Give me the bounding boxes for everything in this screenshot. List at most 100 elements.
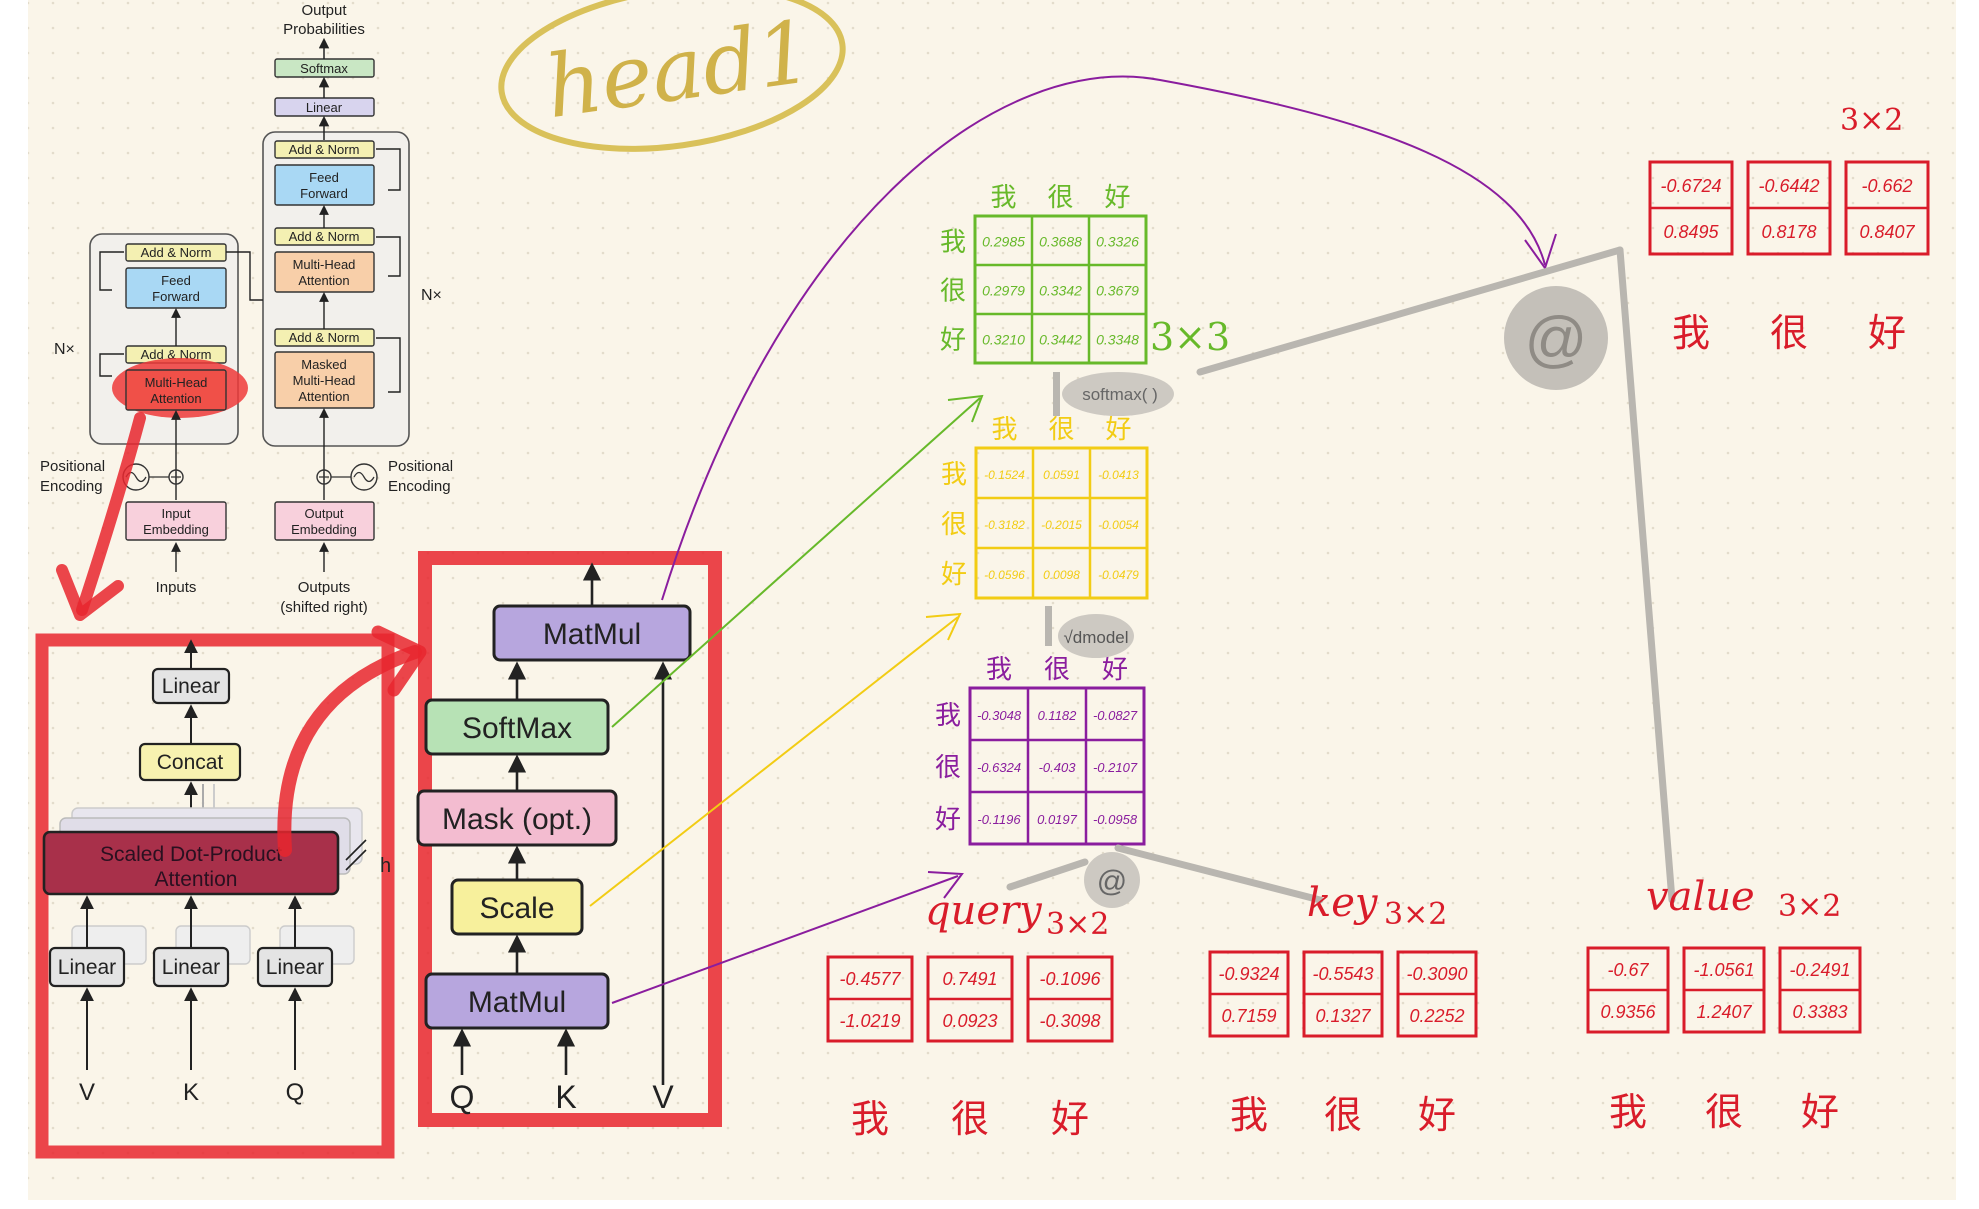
dec-masked-mh bbox=[274, 351, 375, 409]
softmax_out-frame bbox=[973, 214, 1148, 365]
query-value: -1.0219 bbox=[839, 1011, 900, 1031]
dec-addnorm-2-label: Add & Norm bbox=[289, 229, 360, 244]
key-value: 0.1327 bbox=[1315, 1006, 1371, 1026]
sqrt-op-label: √dmodel bbox=[1063, 628, 1128, 647]
softmax_out-cell: 0.3348 bbox=[1096, 332, 1139, 348]
scores-cell: -0.0827 bbox=[1093, 708, 1138, 723]
enc-multihead bbox=[125, 369, 227, 411]
mh-concat-label: Concat bbox=[157, 751, 224, 774]
value-token: 好 bbox=[1801, 1092, 1839, 1134]
softmax_out-cell: 0.3442 bbox=[1039, 332, 1082, 348]
result-token: 好 bbox=[1868, 313, 1906, 355]
softmax_out-col-token: 我 bbox=[990, 182, 1016, 212]
query-value: -0.1096 bbox=[1039, 969, 1101, 989]
enc-posenc-1: Positional bbox=[40, 458, 105, 475]
mh-input-k: K bbox=[183, 1079, 199, 1106]
mh-sdpa-label-1: Scaled Dot-Product bbox=[100, 843, 282, 866]
scores-row-token: 我 bbox=[935, 700, 961, 730]
dec-masked-label-2: Multi-Head bbox=[293, 373, 356, 388]
dec-masked-label-3: Attention bbox=[298, 389, 349, 404]
mh-linear-q-label: Linear bbox=[266, 956, 324, 979]
scaled-col-token: 好 bbox=[1105, 414, 1131, 444]
softmax_out-cell: 0.2979 bbox=[982, 283, 1025, 299]
result-value: 0.8407 bbox=[1859, 222, 1915, 242]
scores-cell: -0.0958 bbox=[1093, 812, 1138, 827]
value-value: 0.9356 bbox=[1600, 1002, 1656, 1022]
decoder-nx-label: N× bbox=[421, 287, 442, 304]
enc-feed-forward bbox=[125, 267, 227, 309]
scaled-row-token: 好 bbox=[941, 559, 967, 589]
multihead-red-frame bbox=[35, 633, 395, 1159]
yellow-line-scale bbox=[589, 616, 959, 907]
scaled-cell: -0.2015 bbox=[1041, 518, 1082, 532]
scaled-cell: -0.0413 bbox=[1098, 468, 1139, 482]
input-embedding-box bbox=[125, 501, 227, 541]
softmax_out-cell: 0.3326 bbox=[1096, 234, 1139, 250]
value-value: -1.0561 bbox=[1693, 960, 1754, 980]
key-value: -0.3090 bbox=[1406, 964, 1467, 984]
query-token: 好 bbox=[1051, 1099, 1089, 1141]
softmax_out-row-token: 好 bbox=[940, 325, 966, 355]
key-token: 我 bbox=[1230, 1095, 1268, 1137]
sdpa-input-k: K bbox=[555, 1079, 576, 1115]
softmax_out-row-token: 很 bbox=[940, 276, 966, 306]
scores-col-token: 我 bbox=[986, 654, 1012, 684]
mh-sdpa-box bbox=[42, 830, 340, 896]
dec-addnorm-3 bbox=[274, 140, 375, 159]
softmax_out-col-token: 好 bbox=[1104, 182, 1130, 212]
query-vectors: -0.4577-1.0219我0.74910.0923很-0.1096-0.30… bbox=[826, 955, 1114, 1141]
dec-multihead bbox=[274, 251, 375, 293]
result-token: 很 bbox=[1770, 313, 1808, 355]
enc-addnorm-2-label: Add & Norm bbox=[141, 245, 212, 260]
softmax-op-label: softmax( ) bbox=[1082, 385, 1158, 404]
value-token: 我 bbox=[1609, 1092, 1647, 1134]
query-value: 0.0923 bbox=[942, 1011, 997, 1031]
scaled-col-token: 我 bbox=[991, 414, 1017, 444]
output-embedding-box bbox=[274, 501, 375, 541]
scores-cell: -0.1196 bbox=[977, 812, 1021, 827]
query-token: 很 bbox=[951, 1099, 989, 1141]
input-embedding-1: Input bbox=[162, 506, 191, 521]
softmax-op-bubble bbox=[1062, 372, 1174, 416]
scores-frame bbox=[968, 686, 1146, 846]
softmax_out-cell: 0.3210 bbox=[982, 332, 1025, 348]
dec-feed-forward bbox=[274, 164, 375, 206]
mh-input-q: Q bbox=[286, 1079, 305, 1106]
gray-line-softmax-to-at bbox=[1196, 246, 1624, 376]
softmax_out-col-token: 很 bbox=[1047, 182, 1073, 212]
softmax-op-bar bbox=[1053, 372, 1060, 416]
scores-row-token: 好 bbox=[935, 804, 961, 834]
at-op-label-small: @ bbox=[1097, 865, 1127, 898]
result-value: -0.6442 bbox=[1758, 176, 1819, 196]
output-embedding-2: Embedding bbox=[291, 522, 357, 537]
scores-cell: -0.6324 bbox=[977, 760, 1021, 775]
scaled-col-token: 很 bbox=[1048, 414, 1074, 444]
gray-line-value-to-at bbox=[1616, 246, 1676, 904]
input-embedding-2: Embedding bbox=[143, 522, 209, 537]
purple-curve-matmul-to-result bbox=[661, 75, 1546, 601]
transformer-diagram: Softmax Linear Output Probabilities Add … bbox=[40, 2, 453, 616]
result-value: 0.8178 bbox=[1761, 222, 1816, 242]
output-softmax-label: Softmax bbox=[300, 61, 348, 76]
sdpa-matmul-bottom-label: MatMul bbox=[468, 986, 566, 1019]
dec-mh-label-1: Multi-Head bbox=[293, 257, 356, 272]
key-token: 好 bbox=[1418, 1095, 1456, 1137]
scaled-cell: 0.0591 bbox=[1043, 468, 1080, 482]
shape-3x3-label: 3×3 bbox=[1150, 315, 1230, 359]
key-value: 0.7159 bbox=[1221, 1006, 1276, 1026]
gray-line-key bbox=[1114, 844, 1324, 904]
scores-cell: 0.0197 bbox=[1037, 812, 1078, 827]
enc-posenc-2: Encoding bbox=[40, 478, 103, 495]
red-arrow-to-multihead bbox=[76, 412, 146, 616]
value-value: 1.2407 bbox=[1696, 1002, 1752, 1022]
outputs-label-2: (shifted right) bbox=[280, 599, 368, 616]
key-value: 0.2252 bbox=[1409, 1006, 1464, 1026]
query-token: 我 bbox=[851, 1099, 889, 1141]
key-value: -0.9324 bbox=[1218, 964, 1279, 984]
scores-cell: -0.3048 bbox=[977, 708, 1022, 723]
key-vectors: -0.93240.7159我-0.55430.1327很-0.30900.225… bbox=[1208, 950, 1478, 1137]
result-shape: 3×2 bbox=[1840, 103, 1903, 138]
output-probabilities-2: Probabilities bbox=[283, 21, 365, 38]
inputs-label: Inputs bbox=[156, 579, 197, 596]
